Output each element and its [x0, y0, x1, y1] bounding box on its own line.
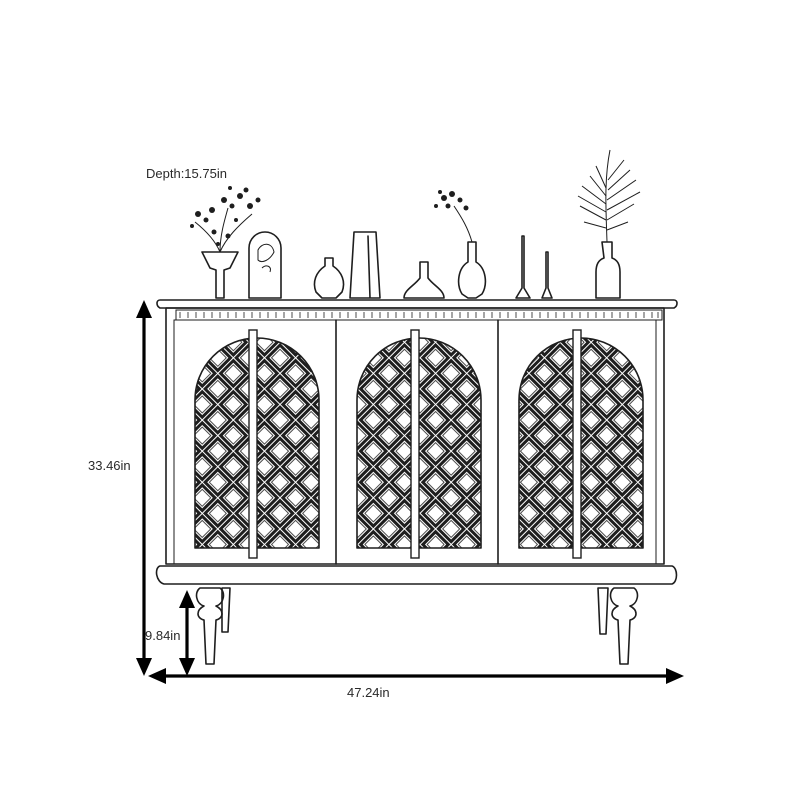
sideboard-cabinet — [155, 299, 678, 665]
width-label: 47.24in — [347, 685, 390, 700]
door-handle-middle — [410, 329, 420, 559]
round-vase — [313, 257, 345, 299]
cabinet-base — [155, 565, 678, 585]
lamp-vase — [403, 261, 445, 299]
depth-label: Depth:15.75in — [146, 166, 227, 181]
door-handle-right — [572, 329, 582, 559]
tall-vase — [349, 231, 381, 299]
height-arrow — [136, 300, 152, 676]
candle-holder-short — [541, 251, 553, 299]
bust-sculpture — [248, 231, 282, 299]
width-arrow — [148, 668, 684, 684]
leg-front-right — [609, 587, 639, 665]
door-handle-left — [248, 329, 258, 559]
leg-height-arrow — [179, 590, 195, 676]
flower-bowl — [190, 186, 261, 299]
leg-back-right — [597, 587, 609, 635]
fern-bottle — [577, 149, 641, 299]
cabinet-top — [156, 299, 678, 309]
candle-holder — [515, 235, 531, 299]
decor-items — [190, 149, 641, 299]
leg-height-label: 9.84in — [145, 628, 180, 643]
leg-front-left — [195, 587, 225, 665]
bud-vase-flower — [434, 190, 487, 299]
height-label: 33.46in — [88, 458, 131, 473]
carved-frieze — [175, 309, 663, 321]
leg-back-left — [221, 587, 231, 633]
